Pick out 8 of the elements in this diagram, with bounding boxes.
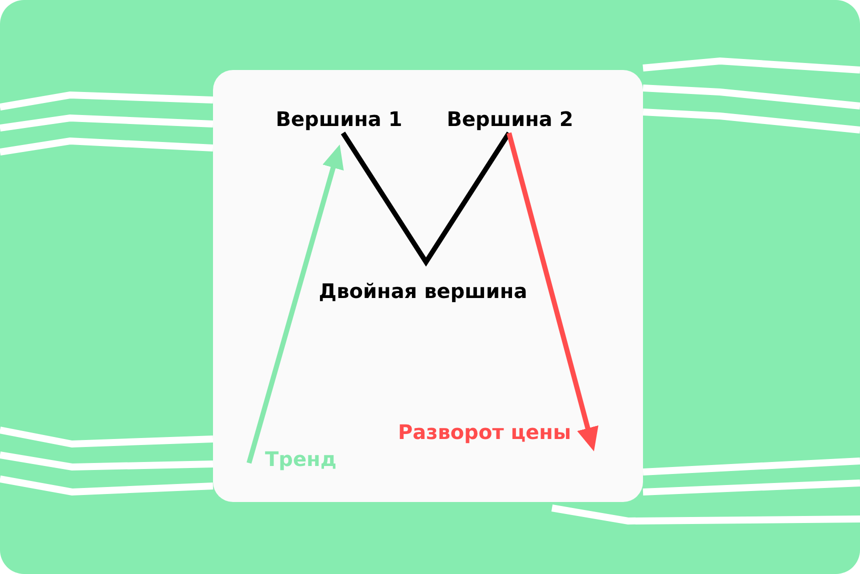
edge-label: Тренд [265,446,336,472]
price-line [340,132,512,267]
peak-label: Вершина 1 [276,106,402,132]
edge-label: Разворот цены [398,419,572,445]
peak-label: Вершина 2 [446,106,574,132]
pattern-label: Двойная вершина [318,278,528,304]
reversal-arrow [506,132,598,452]
trend-arrow [246,144,344,464]
